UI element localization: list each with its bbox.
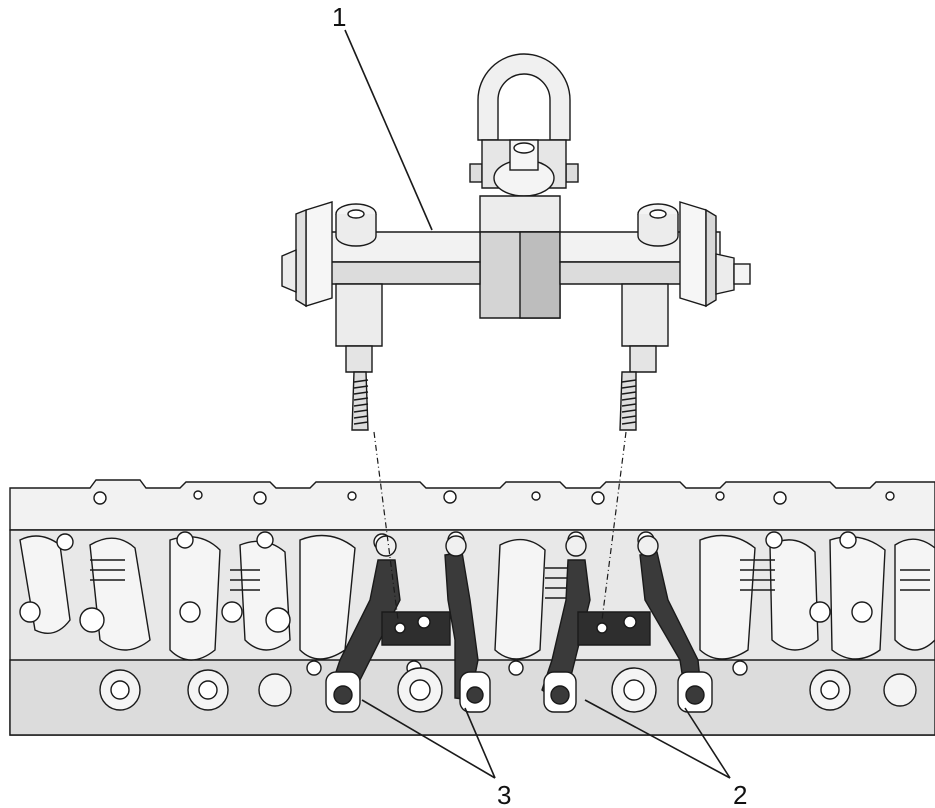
alignment-line-left — [373, 431, 399, 621]
rocker-arm-right-pair — [541, 535, 713, 713]
rocker-arm-left-pair — [325, 535, 491, 713]
alignment-line-right — [601, 431, 627, 621]
leader-2a — [584, 699, 731, 779]
leader-lines — [344, 29, 731, 779]
cylinder-head-icon — [9, 479, 935, 736]
callout-3: 3 — [497, 780, 511, 808]
leader-3b — [464, 707, 496, 779]
callout-2: 2 — [733, 780, 747, 808]
callout-1: 1 — [332, 2, 346, 32]
leader-3a — [361, 699, 496, 779]
alignment-lines — [373, 431, 627, 621]
lifting-tool-icon — [281, 53, 751, 431]
leader-1 — [344, 29, 433, 231]
leader-2b — [684, 707, 731, 779]
